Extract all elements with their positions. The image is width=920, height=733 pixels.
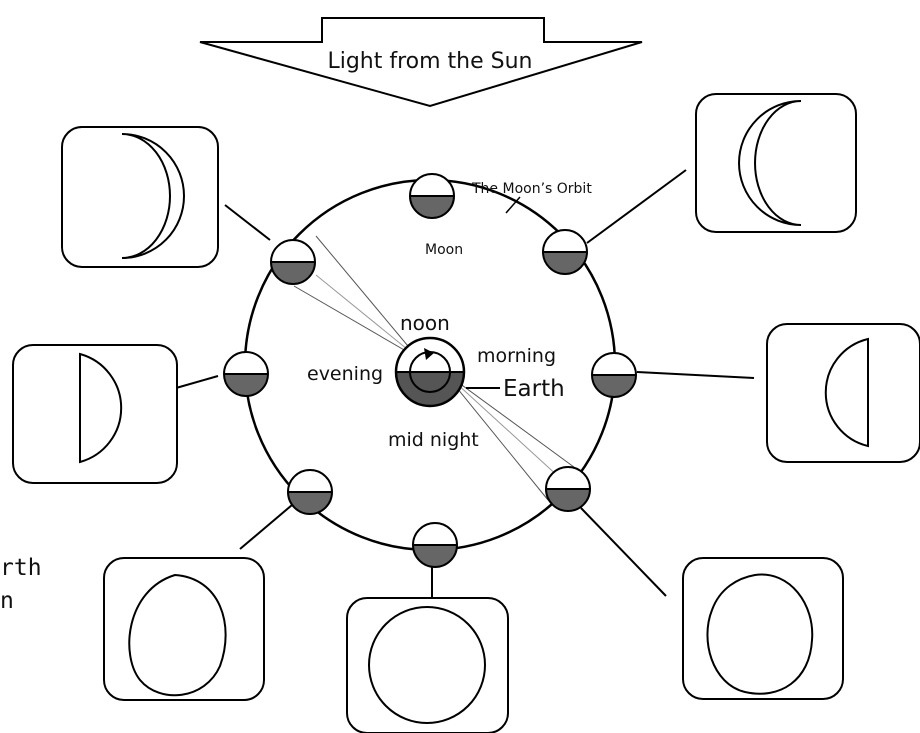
time-label-morning: morning <box>477 345 556 367</box>
phase-view-first-quarter <box>12 344 178 484</box>
cut-off-text-line1: rth <box>0 555 42 581</box>
phase-view-last-quarter <box>766 323 920 463</box>
time-label-evening: evening <box>307 363 383 385</box>
view-connectors <box>175 169 755 597</box>
orbit-moon-new <box>409 173 455 219</box>
orbit-label: The Moon’s Orbit <box>471 181 592 197</box>
orbit-label-leader <box>505 196 521 214</box>
orbit-moon-waning-gibbous <box>545 466 591 512</box>
earth <box>394 336 466 408</box>
orbit-moon-first-quarter <box>223 351 269 397</box>
cut-off-text-line2: n <box>0 588 14 614</box>
moon-label: Moon <box>425 242 463 258</box>
orbit-moon-last-quarter <box>591 352 637 398</box>
orbit-moon-waxing-crescent <box>270 239 316 285</box>
orbit-moon-full <box>412 522 458 568</box>
phase-view-waxing-gibbous <box>103 557 265 701</box>
sunlight-arrow: Light from the Sun <box>199 17 643 108</box>
orbit-moon-waning-crescent <box>542 229 588 275</box>
time-label-midnight: mid night <box>388 429 479 451</box>
phase-view-waning-crescent <box>695 93 857 233</box>
rotation-arrow-icon <box>424 348 434 360</box>
phase-view-waxing-crescent <box>61 126 219 268</box>
phase-view-full <box>346 597 509 733</box>
sunlight-label: Light from the Sun <box>327 49 532 74</box>
orbit-moon-waxing-gibbous <box>287 469 333 515</box>
phase-view-waning-gibbous <box>682 557 844 700</box>
earth-label: Earth <box>503 376 565 402</box>
time-label-noon: noon <box>400 311 450 335</box>
orbit-moons <box>223 173 637 568</box>
